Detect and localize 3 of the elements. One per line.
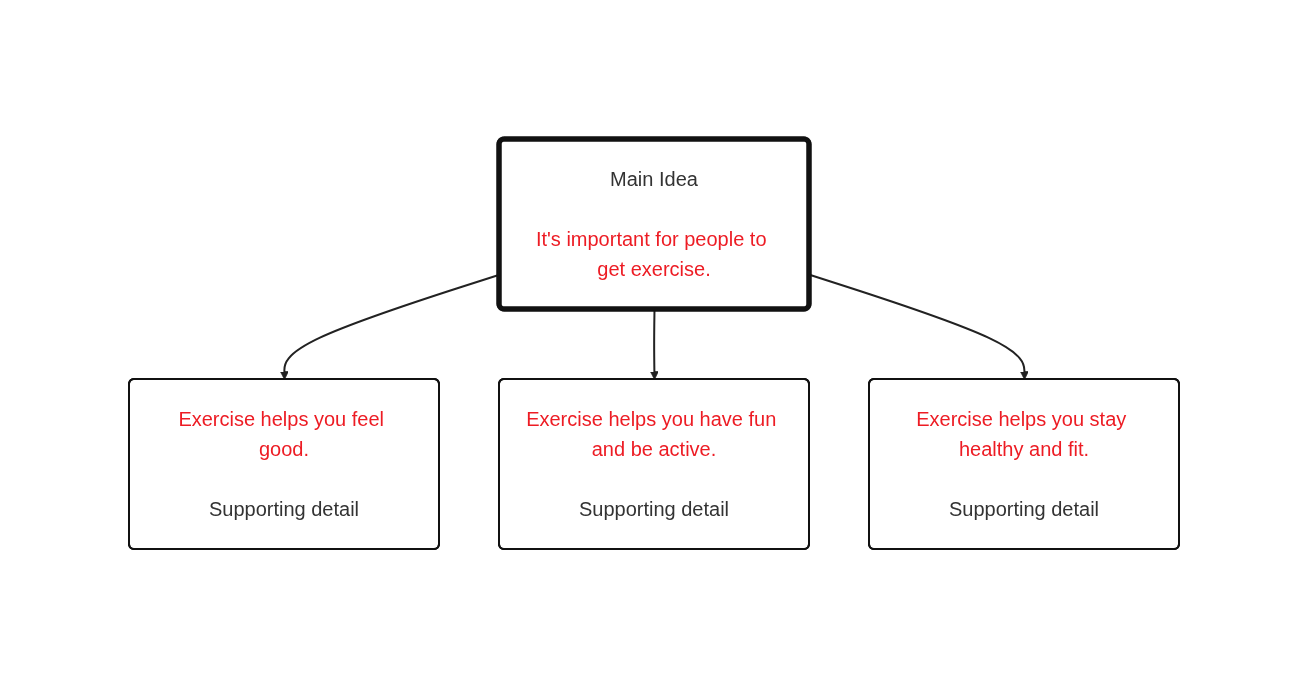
node-text: Exercise helps you have fun and be active. Supporting detail	[525, 407, 776, 520]
node-text: Exercise helps you stay healthy and fit. Supporting detail	[915, 407, 1126, 520]
node-text: Exercise helps you feel good. Supporting detail	[177, 407, 384, 520]
